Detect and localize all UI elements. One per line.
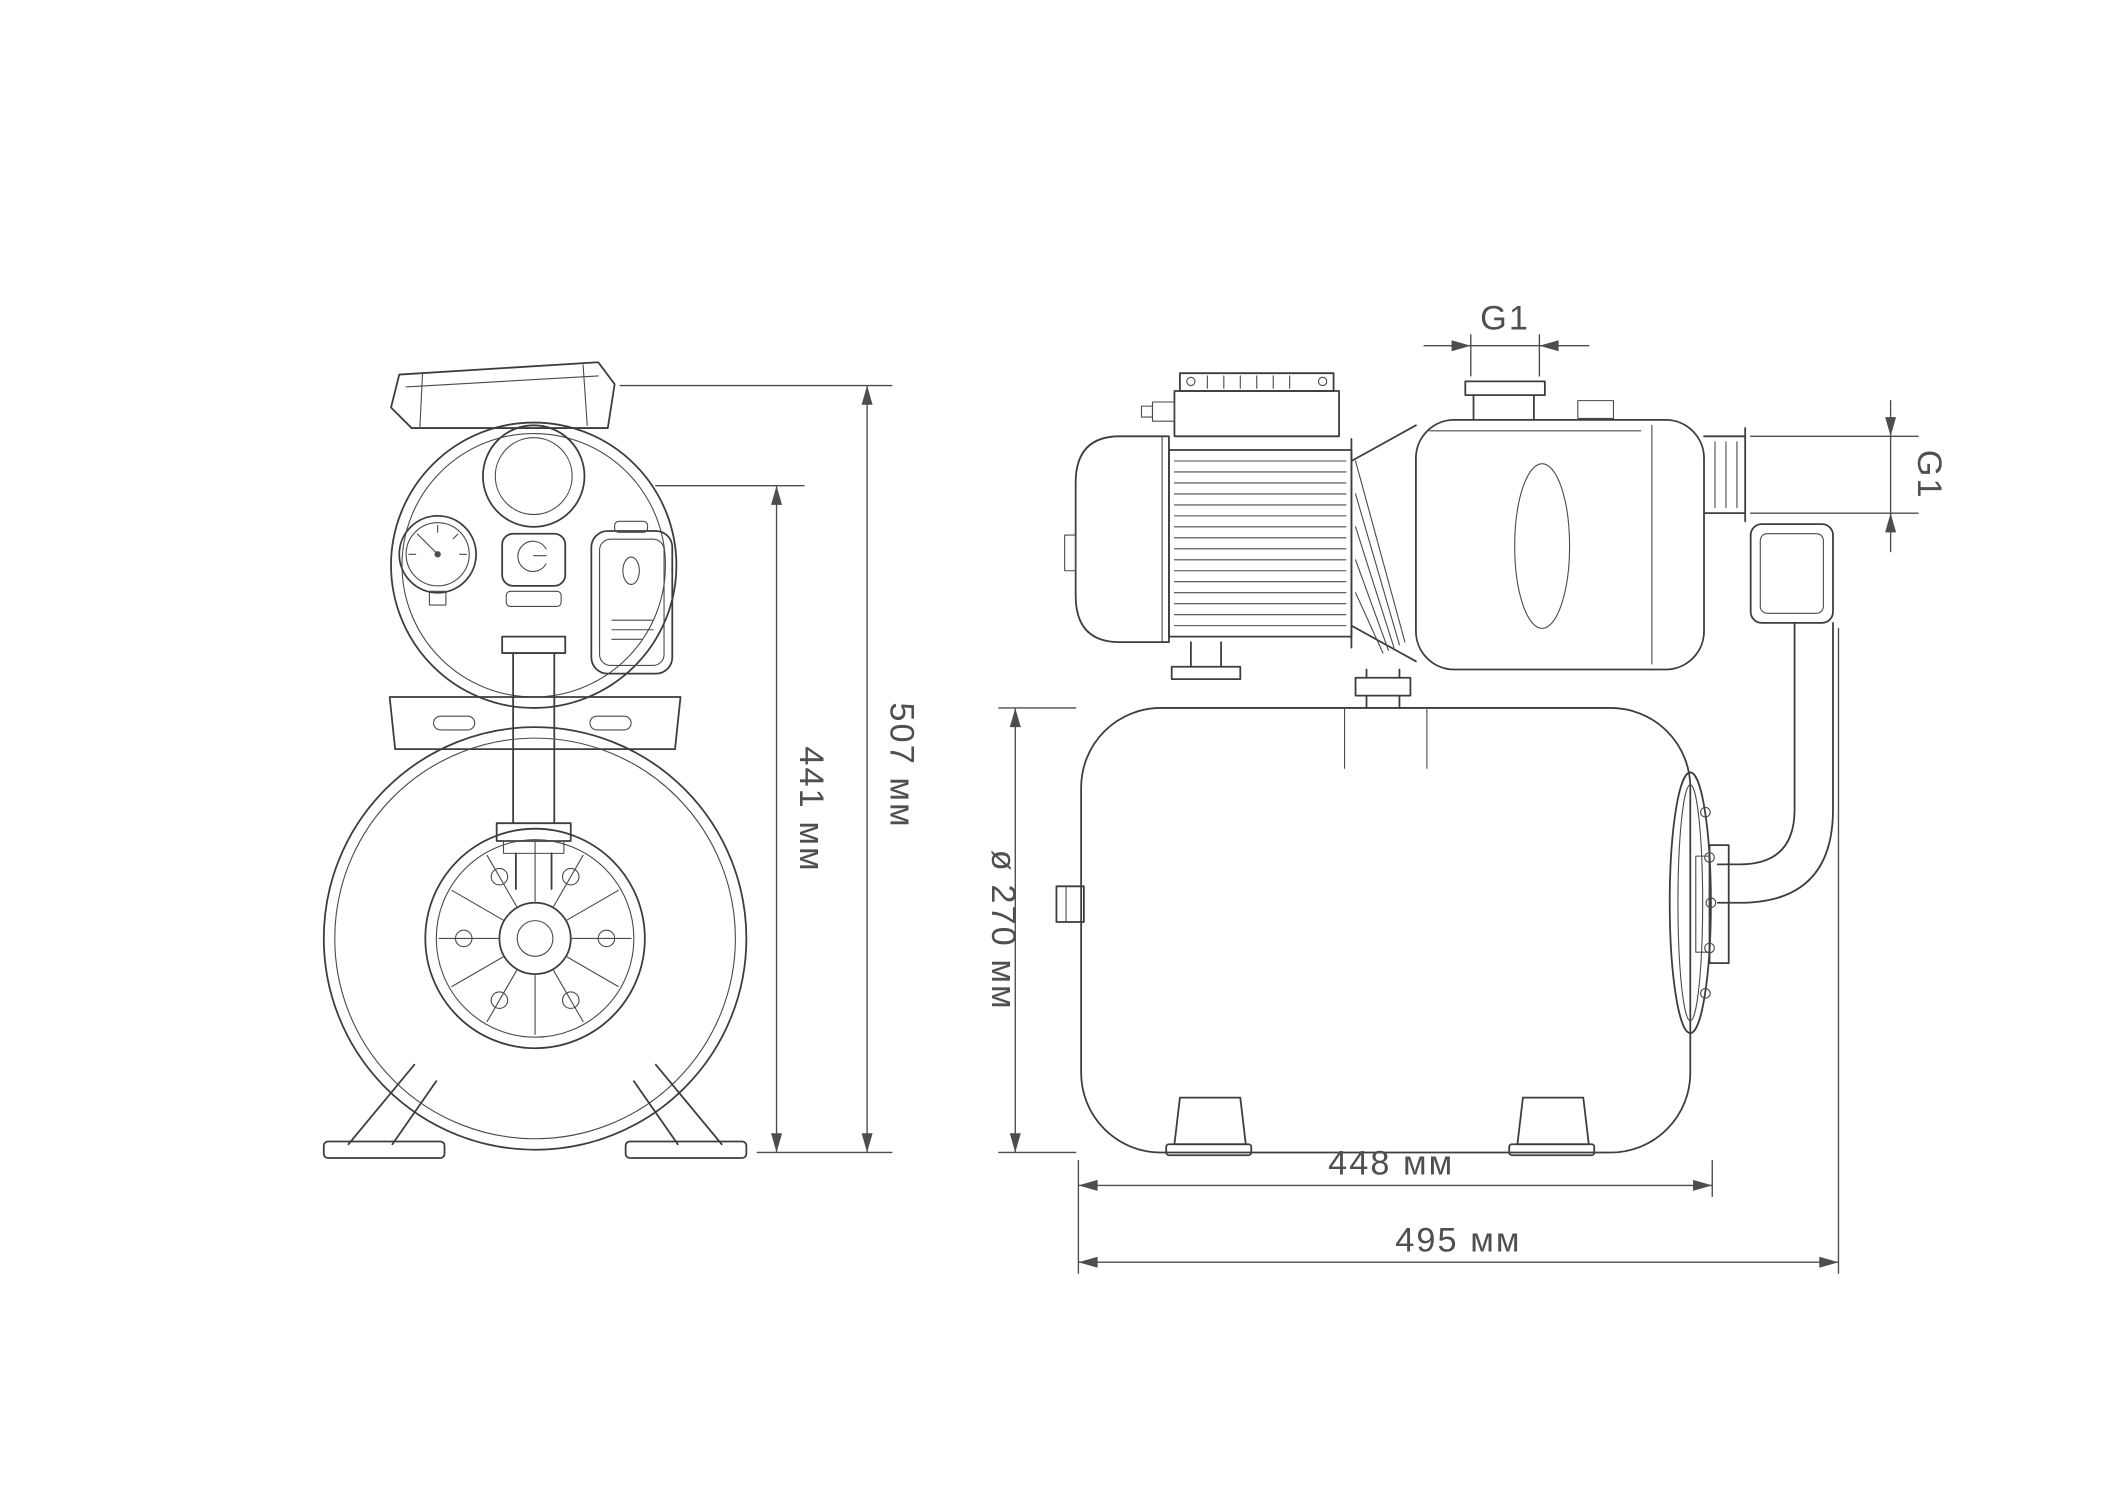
fan-cover — [1064, 435, 1170, 643]
dim-label-tank-diameter: ø 270 мм — [984, 850, 1022, 1011]
priming-port — [1464, 380, 1615, 421]
filler-port — [482, 424, 586, 528]
dim-label-total-height: 507 мм — [882, 702, 920, 828]
terminal-box — [1140, 372, 1340, 438]
brand-logo — [501, 532, 567, 607]
pressure-switch — [590, 520, 674, 675]
dim-total-length: 495 мм — [1077, 627, 1840, 1274]
mounting-bracket — [388, 696, 682, 751]
dim-top-port-thread: G1 — [1423, 299, 1590, 377]
tank-side — [1080, 707, 1692, 1154]
tank-port — [1055, 668, 1412, 923]
dim-total-height: 507 мм — [619, 384, 920, 1154]
tank-feet — [322, 1063, 748, 1159]
pump-head — [1350, 418, 1705, 671]
side-view — [1055, 372, 1834, 1157]
pressure-switch-side — [1749, 523, 1834, 624]
dim-label-tank-length: 448 мм — [1328, 1144, 1454, 1182]
pressure-gauge — [398, 514, 477, 606]
dim-label-top-port-thread: G1 — [1480, 299, 1530, 337]
tank-flange — [424, 827, 646, 1050]
tank-feet-side — [1165, 1096, 1596, 1157]
discharge-port — [1703, 427, 1747, 523]
carry-handle — [390, 361, 616, 429]
dim-tank-diameter: ø 270 мм — [984, 707, 1077, 1154]
tank-front — [322, 726, 748, 1151]
tank-end-flange — [1668, 771, 1717, 1035]
dim-label-side-port-thread: G1 — [1910, 450, 1948, 500]
motor-body — [1168, 449, 1353, 681]
riser-pipe — [495, 635, 572, 890]
dim-pump-height: 441 мм — [655, 485, 893, 1154]
dim-label-pump-height: 441 мм — [792, 746, 830, 872]
outlet-pipe — [1695, 621, 1834, 965]
dim-tank-length: 448 мм — [1077, 1144, 1713, 1198]
dim-side-port-thread: G1 — [1749, 399, 1948, 553]
front-view — [322, 361, 748, 1159]
dim-label-total-length: 495 мм — [1395, 1221, 1521, 1259]
